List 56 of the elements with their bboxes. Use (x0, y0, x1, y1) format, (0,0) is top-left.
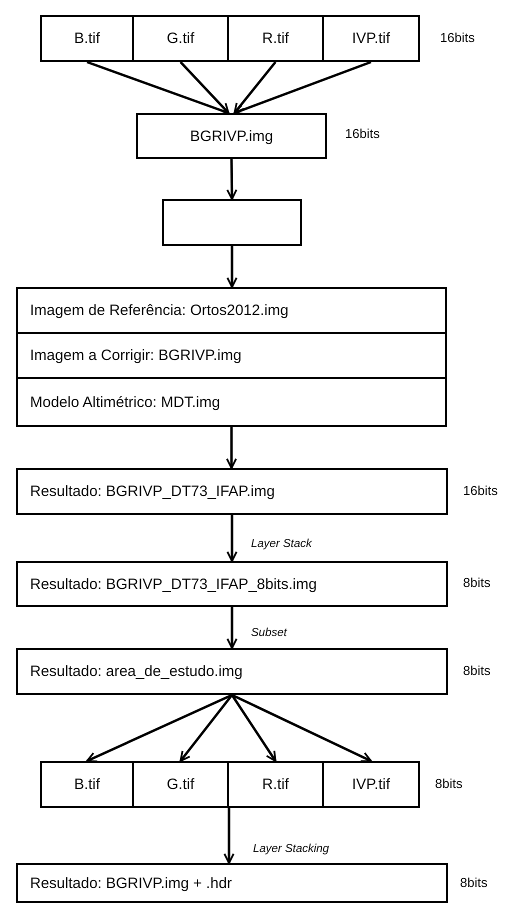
node-text: B.tif (74, 30, 100, 47)
arrow (226, 515, 238, 562)
node-text: Modelo Altimétrico: MDT.img (30, 394, 220, 410)
arrow (180, 61, 230, 114)
bit-depth-note: 16bits (463, 483, 498, 498)
arrow (234, 61, 276, 114)
node-text: G.tif (166, 776, 194, 793)
node-text: Imagem de Referência: Ortos2012.img (30, 302, 288, 319)
node-text: R.tif (262, 30, 289, 47)
arrow (230, 694, 277, 762)
node-text: G.tif (166, 30, 194, 47)
arrow (226, 607, 238, 649)
process-box (132, 15, 229, 62)
process-box (16, 561, 448, 607)
node-text: Imagem a Corrigir: BGRIVP.img (30, 347, 242, 364)
bit-depth-note: 8bits (435, 776, 462, 791)
process-box (16, 468, 448, 515)
arrow (86, 694, 233, 762)
node-text: Resultado: BGRIVP_DT73_IFAP_8bits.img (30, 576, 317, 592)
edge-label: Layer Stack (250, 538, 313, 550)
node-text: BGRIVP.img (190, 128, 274, 144)
process-box (322, 15, 420, 62)
process-box (16, 648, 448, 695)
process-box (16, 377, 447, 427)
arrow (224, 808, 234, 864)
process-box (322, 761, 420, 808)
arrow (180, 694, 233, 762)
process-box (227, 15, 324, 62)
bit-depth-note: 16bits (345, 126, 380, 141)
node-text: Resultado: BGRIVP.img + .hdr (30, 874, 232, 892)
node-text: IVP.tif (352, 776, 390, 793)
edge-label: Subset (250, 627, 288, 639)
process-box (227, 761, 324, 808)
node-text: R.tif (262, 776, 289, 793)
arrow (234, 60, 372, 115)
arrow (226, 427, 237, 469)
arrow (231, 694, 372, 762)
node-text: Resultado: BGRIVP_DT73_IFAP.img (30, 483, 275, 500)
process-box (132, 761, 229, 808)
edge-label: Layer Stacking (252, 843, 330, 855)
node-text: IVP.tif (352, 30, 390, 47)
process-box (136, 113, 327, 159)
bit-depth-note: 8bits (463, 663, 490, 678)
bit-depth-note: 8bits (463, 575, 490, 590)
bit-depth-note: 8bits (460, 875, 488, 890)
process-box (16, 287, 447, 334)
node-text: Resultado: area_de_estudo.img (30, 663, 243, 680)
process-box (40, 761, 134, 808)
node-text: B.tif (74, 776, 100, 793)
process-box (162, 199, 302, 246)
bit-depth-note: 16bits (440, 30, 475, 45)
process-box (16, 332, 447, 379)
process-box (16, 863, 448, 903)
arrow (226, 158, 238, 200)
process-box (40, 15, 134, 62)
arrow (226, 246, 238, 288)
